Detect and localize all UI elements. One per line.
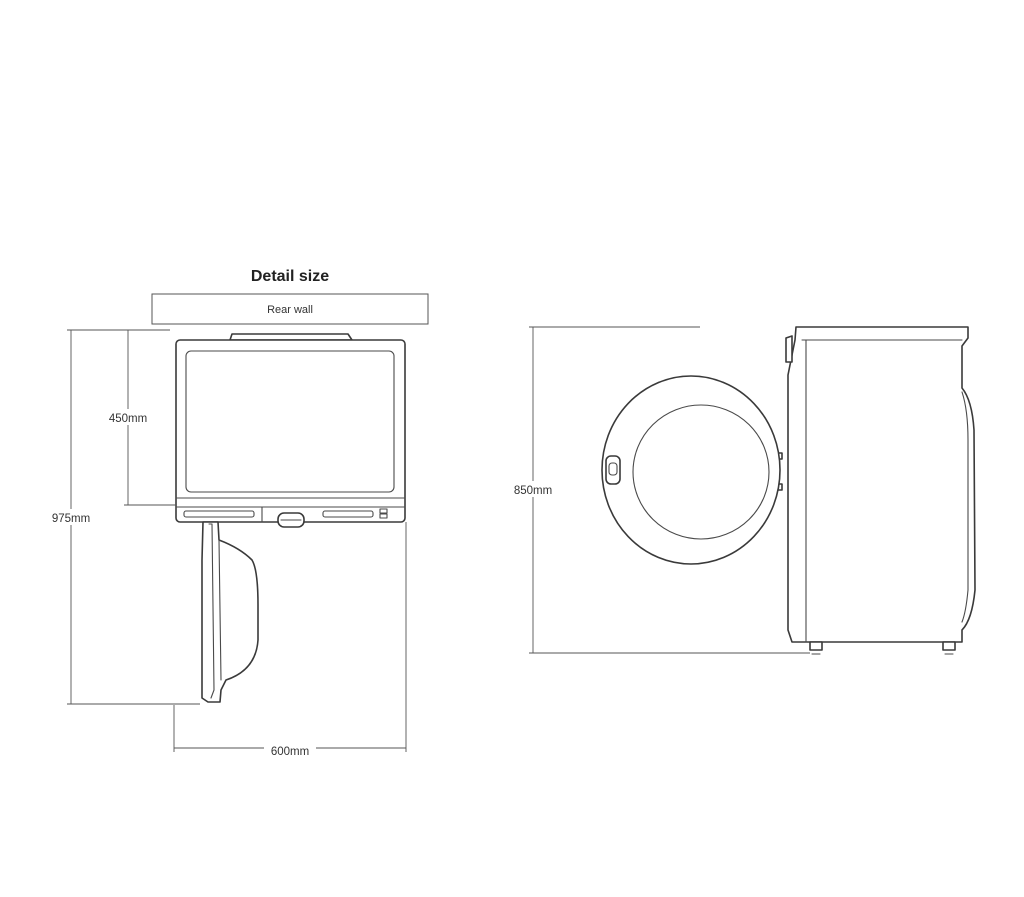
height-label: 850mm [514,485,552,497]
side-view [601,326,976,655]
depth-open-label: 975mm [52,513,90,525]
rear-wall-label: Rear wall [267,304,313,316]
depth-label: 450mm [109,413,147,425]
rear-wall: Rear wall [151,293,429,325]
top-view [175,333,406,703]
height-dimension: 850mm [509,326,810,654]
diagram-title: Detail size [251,268,329,285]
depth-open-dimension: 975mm [47,329,200,705]
width-label: 600mm [271,746,309,758]
depth-dimension: 450mm [104,329,176,506]
width-dimension: 600mm [173,522,407,758]
